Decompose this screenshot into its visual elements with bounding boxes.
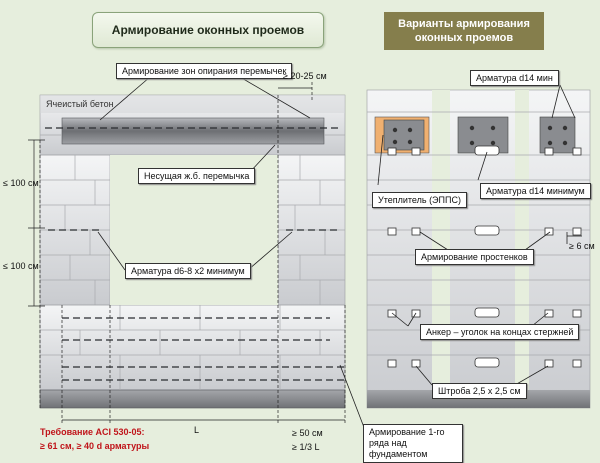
lintel [61,117,325,145]
label-bearing-zone: Армирование зон опирания перемычек [116,63,293,79]
dim-L: L [194,425,200,435]
label-anchor: Анкер – уголок на концах стержней [420,324,580,340]
left-title: Армирование оконных проемов [92,12,324,48]
requirement-line2: ≥ 61 см, ≥ 40 d арматуры [40,441,150,451]
label-rebar-d14-min: Арматура d14 мин [470,70,559,86]
label-first-row: Армирование 1-го ряда над фундаментом [363,424,463,463]
leader-lines [97,76,366,431]
label-rebar-min: Арматура d6-8 x2 минимум [125,263,251,279]
label-spacing: ≥ 6 см [569,241,595,251]
label-rebar-d14-minimum: Арматура d14 минимум [480,183,591,199]
dimension-lines [39,82,346,425]
dim-overlap: ≥ 20-25 см [283,71,327,81]
label-groove: Штроба 2,5 х 2,5 см [432,383,527,399]
right-title: Варианты армирования оконных проемов [384,12,544,50]
variants-wall [366,84,591,409]
label-insulation: Утеплитель (ЭППС) [372,192,467,208]
dim-h1: ≤ 100 см [3,178,39,188]
label-pier-reinforcement: Армирование простенков [415,249,534,265]
requirement-line1: Требование ACI 530-05: [40,427,145,437]
label-lintel: Несущая ж.б. перемычка [138,168,256,184]
wall-left [28,76,366,431]
dim-end2: ≥ 1/3 L [292,442,320,452]
dim-end1: ≥ 50 см [292,428,323,438]
dim-h2: ≤ 100 см [3,261,39,271]
label-aerated-concrete: Ячеистый бетон [46,99,114,109]
foundation [39,389,346,409]
